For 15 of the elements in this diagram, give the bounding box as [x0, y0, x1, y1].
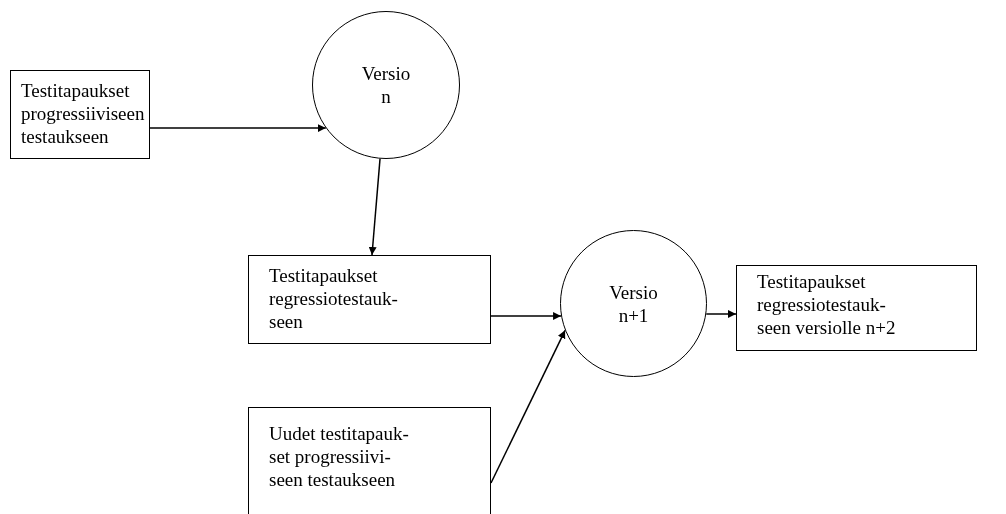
test-case-box [736, 265, 977, 351]
node-label: Testitapaukset regressiotestauk- seen versiolle n+2 [757, 270, 897, 339]
node-label: Versio n+1 [608, 280, 659, 327]
node-label: Testitapaukset regressiotestauk- seen [269, 264, 399, 333]
arrow [149, 124, 327, 133]
arrow [490, 312, 562, 320]
test-case-box [248, 255, 491, 344]
arrow [368, 158, 381, 256]
arrow [490, 329, 566, 484]
node-label: Uudet testitapauk- set progressiivi- seen testaukseen [269, 422, 410, 491]
node-label: Testitapaukset progressiiviseen testaukseen [21, 79, 146, 148]
arrow [705, 309, 737, 318]
test-case-box [248, 407, 491, 514]
node-label: Versio n [360, 62, 412, 108]
test-case-box [10, 70, 150, 159]
